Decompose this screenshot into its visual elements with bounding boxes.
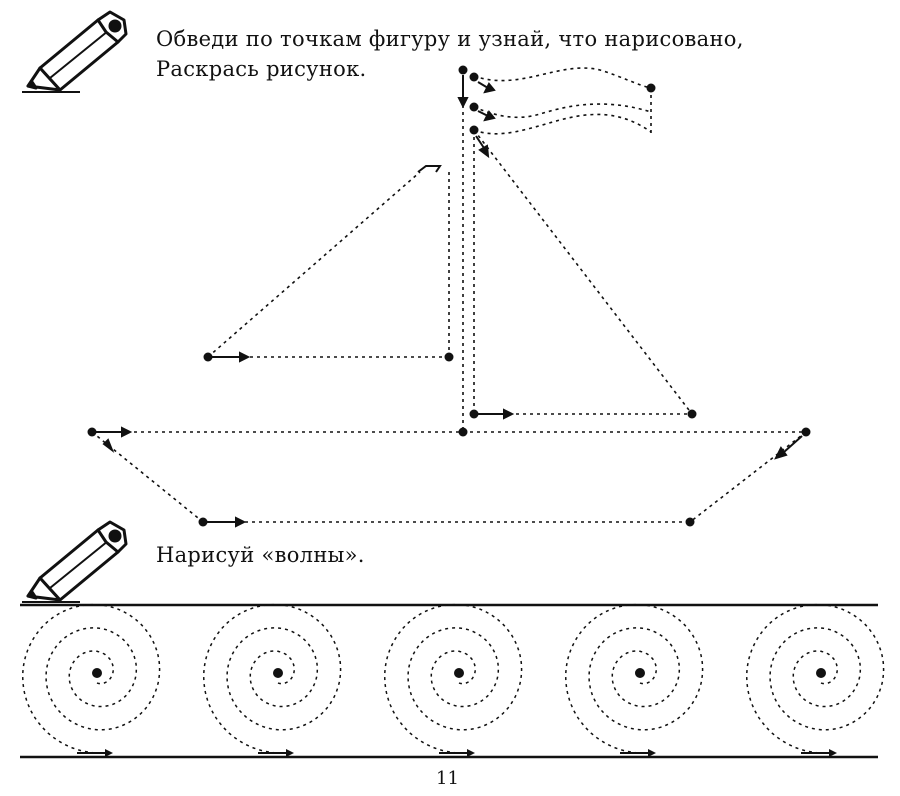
dot-mast-top [458,65,468,75]
wave-spiral [745,603,885,757]
wave-center-dot [273,668,283,678]
dot-hull-left [87,427,97,437]
dot-right-sail-inner [469,409,479,419]
dot-flag-1 [469,72,479,82]
instruction-trace-line2: Раскрась рисунок. [156,57,367,81]
wave-spiral [383,603,523,757]
dot-hull-bottom-left [198,517,208,527]
dot-right-sail-corner [687,409,697,419]
dot-hull-center [458,427,468,437]
dot-hull-right [801,427,811,437]
instruction-trace-line1: Обведи по точкам фигуру и узнай, что нар… [156,27,744,51]
instruction-draw-waves: Нарисуй «волны». [156,543,365,567]
dot-hull-bottom-right [685,517,695,527]
wave-center-dot [454,668,464,678]
wave-center-dot [92,668,102,678]
flag-bottom-edge [473,103,652,119]
dot-flag-3 [469,125,479,135]
dot-left-sail-inner [444,352,454,362]
dot-flag-2 [469,102,479,112]
wave-spiral [564,603,704,757]
wave-spiral [202,603,342,757]
dot-flag-tip [646,83,656,93]
wave-center-dot [635,668,645,678]
wave-spiral [21,603,161,757]
dot-left-sail-corner [203,352,213,362]
page-number: 11 [436,768,459,789]
pencil-icon [22,10,128,93]
sailboat-dot-figure [87,65,811,528]
wave-center-dot [816,668,826,678]
pencil-icon [22,520,128,603]
left-sail-diagonal [207,171,421,358]
